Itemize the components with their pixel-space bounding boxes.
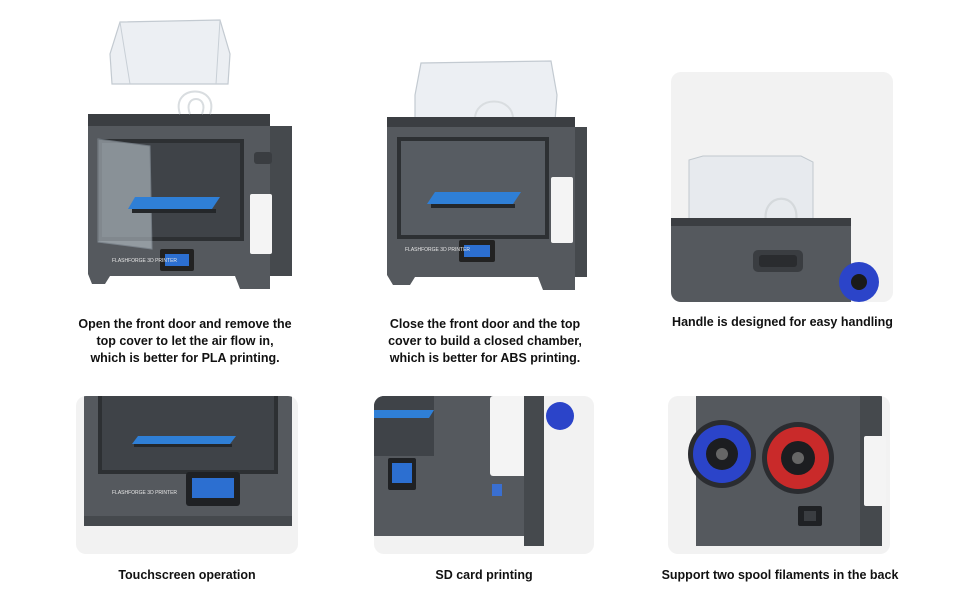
product-image-touchscreen: FLASHFORGE 3D PRINTER bbox=[76, 396, 298, 554]
caption-sd-card: SD card printing bbox=[435, 568, 533, 582]
caption-touchscreen: Touchscreen operation bbox=[118, 568, 256, 582]
caption-open-door: Open the front door and remove the top c… bbox=[78, 317, 292, 365]
product-image-handle bbox=[671, 72, 893, 302]
logo-text: FLASHFORGE 3D PRINTER bbox=[112, 490, 177, 496]
touchscreen-illustration: FLASHFORGE 3D PRINTER bbox=[84, 396, 292, 526]
handle-closeup-illustration bbox=[671, 155, 879, 302]
logo-text: FLASHFORGE 3D PRINTER bbox=[405, 247, 470, 253]
caption-spools: Support two spool filaments in the back bbox=[661, 568, 899, 582]
caption-handle: Handle is designed for easy handling bbox=[672, 315, 893, 329]
product-image-closed-door: FLASHFORGE 3D PRINTER bbox=[375, 55, 605, 300]
product-image-sd-card bbox=[374, 396, 594, 554]
caption-closed-door: Close the front door and the top cover t… bbox=[388, 317, 582, 365]
logo-text: FLASHFORGE 3D PRINTER bbox=[112, 258, 177, 264]
spools-illustration bbox=[688, 396, 886, 546]
printer-open-illustration: FLASHFORGE 3D PRINTER bbox=[88, 19, 292, 289]
product-image-spools bbox=[668, 396, 890, 554]
printer-closed-illustration: FLASHFORGE 3D PRINTER bbox=[387, 60, 587, 290]
sd-card-illustration bbox=[374, 396, 574, 546]
product-image-open-door: FLASHFORGE 3D PRINTER bbox=[70, 14, 310, 299]
